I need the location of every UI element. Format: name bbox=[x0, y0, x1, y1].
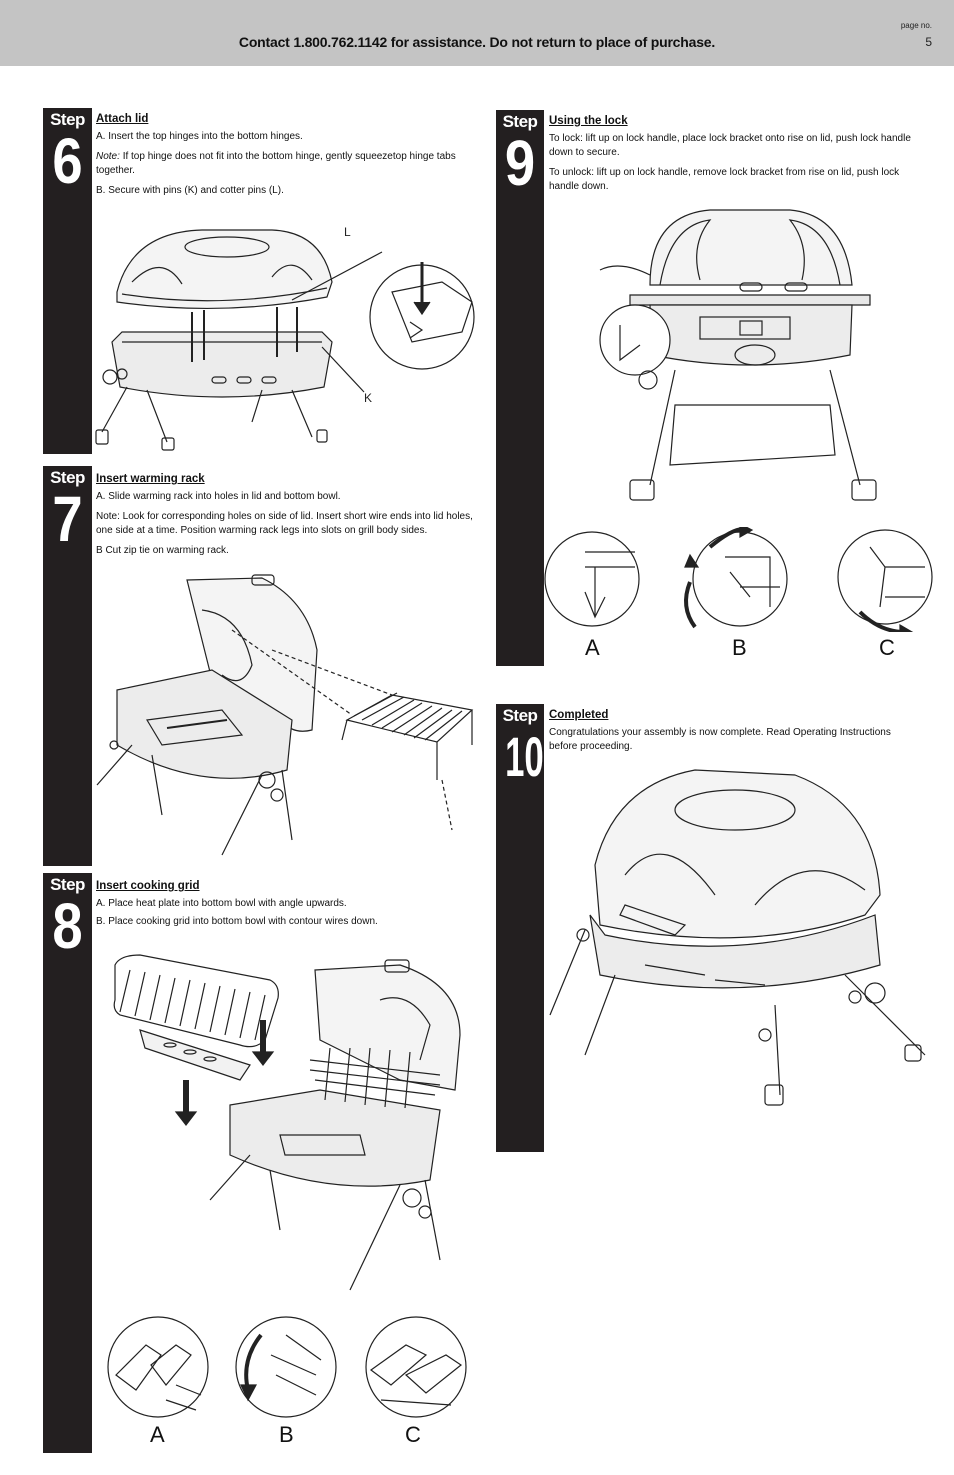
step-7-bar: Step 7 bbox=[43, 466, 92, 866]
detail-label-c: C bbox=[405, 1422, 421, 1447]
step-10-bar: Step 10 bbox=[496, 704, 544, 1152]
note-text: If top hinge does not fit into the botto… bbox=[96, 151, 456, 176]
step-label: Step bbox=[502, 706, 538, 725]
step-title: Attach lid bbox=[96, 113, 149, 125]
step-8-text: Insert cooking grid A. Place heat plate … bbox=[96, 879, 476, 935]
step-8-illustration bbox=[100, 940, 480, 1310]
instruction-note: Note: If top hinge does not fit into the… bbox=[96, 150, 476, 178]
step-label: Step bbox=[502, 112, 538, 131]
instruction-a: A. Place heat plate into bottom bowl wit… bbox=[96, 898, 347, 909]
step-number: 8 bbox=[52, 890, 83, 962]
step-title: Insert cooking grid bbox=[96, 880, 200, 892]
detail-label-b: B bbox=[279, 1422, 294, 1447]
lock-label-c: C bbox=[879, 635, 895, 660]
instruction-note: Note: Look for corresponding holes on si… bbox=[96, 511, 473, 536]
lock-label-b: B bbox=[732, 635, 747, 660]
step-10-illustration bbox=[545, 765, 935, 1145]
step-label: Step bbox=[50, 875, 85, 894]
step-6-illustration: L K bbox=[92, 222, 482, 452]
instruction-b: B. Place cooking grid into bottom bowl w… bbox=[96, 916, 378, 927]
step-9-bar: Step 9 bbox=[496, 110, 544, 666]
step-number: 6 bbox=[52, 125, 83, 197]
step-title: Insert warming rack bbox=[96, 473, 205, 485]
step-6-text: Attach lid A. Insert the top hinges into… bbox=[96, 112, 476, 204]
page-header: Contact 1.800.762.1142 for assistance. D… bbox=[0, 0, 954, 66]
instruction-a: A. Slide warming rack into holes in lid … bbox=[96, 491, 341, 502]
step-6-bar: Step 6 bbox=[43, 108, 92, 454]
step-9-detail-circles bbox=[540, 527, 935, 632]
step-7-illustration bbox=[92, 570, 482, 860]
callout-l: L bbox=[344, 225, 351, 239]
instruction-a: A. Insert the top hinges into the bottom… bbox=[96, 131, 303, 142]
detail-label-a: A bbox=[150, 1422, 165, 1447]
instruction-b: B Cut zip tie on warming rack. bbox=[96, 545, 229, 556]
step-8-bar: Step 8 bbox=[43, 873, 92, 1453]
step-number: 10 bbox=[505, 725, 544, 788]
unlock-instruction: To unlock: lift up on lock handle, remov… bbox=[549, 167, 900, 192]
completion-message: Congratulations your assembly is now com… bbox=[549, 727, 891, 752]
step-number: 7 bbox=[52, 483, 83, 555]
step-7-text: Insert warming rack A. Slide warming rac… bbox=[96, 472, 476, 564]
step-9-illustration bbox=[590, 205, 910, 510]
assistance-contact: Contact 1.800.762.1142 for assistance. D… bbox=[238, 34, 716, 50]
step-title: Completed bbox=[549, 709, 609, 721]
page-number-label: page no. bbox=[900, 21, 932, 30]
step-title: Using the lock bbox=[549, 115, 628, 127]
step-9-text: Using the lock To lock: lift up on lock … bbox=[549, 114, 929, 200]
step-label: Step bbox=[50, 110, 85, 129]
note-label: Note: bbox=[96, 151, 120, 162]
callout-k: K bbox=[364, 391, 372, 405]
step-10-text: Completed Congratulations your assembly … bbox=[549, 708, 919, 760]
lock-label-a: A bbox=[585, 635, 600, 660]
instruction-b: B. Secure with pins (K) and cotter pins … bbox=[96, 185, 284, 196]
step-8-detail-circles bbox=[106, 1315, 471, 1425]
step-label: Step bbox=[50, 468, 85, 487]
lock-instruction: To lock: lift up on lock handle, place l… bbox=[549, 133, 911, 158]
page-number: 5 bbox=[925, 35, 932, 49]
step-number: 9 bbox=[504, 127, 536, 199]
